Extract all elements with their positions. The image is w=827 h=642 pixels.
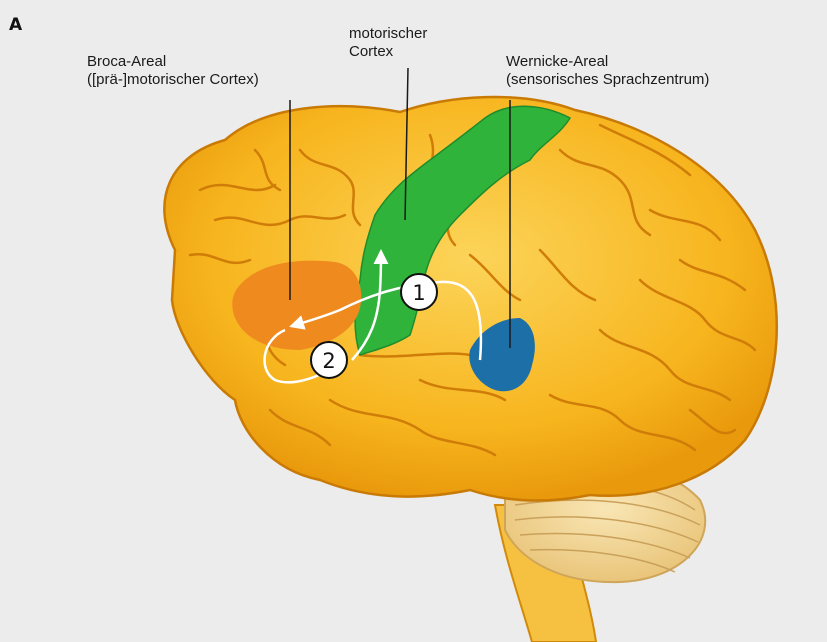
motor-cortex-label: motorischer Cortex: [349, 25, 427, 61]
step-marker-1: 1: [401, 274, 437, 310]
step-2-number: 2: [322, 349, 335, 373]
broca-area-label: Broca-Areal ([prä-]motorischer Cortex): [87, 53, 259, 89]
broca-label-line1: Broca-Areal: [87, 53, 259, 71]
wernicke-label-line1: Wernicke-Areal: [506, 53, 709, 71]
wernicke-area-label: Wernicke-Areal (sensorisches Sprachzentr…: [506, 53, 709, 89]
panel-letter: A: [9, 15, 22, 35]
wernicke-label-line2: (sensorisches Sprachzentrum): [506, 71, 709, 89]
step-marker-2: 2: [311, 342, 347, 378]
motor-label-line2: Cortex: [349, 43, 427, 61]
broca-label-line2: ([prä-]motorischer Cortex): [87, 71, 259, 89]
step-1-number: 1: [412, 281, 425, 305]
motor-label-line1: motorischer: [349, 25, 427, 43]
